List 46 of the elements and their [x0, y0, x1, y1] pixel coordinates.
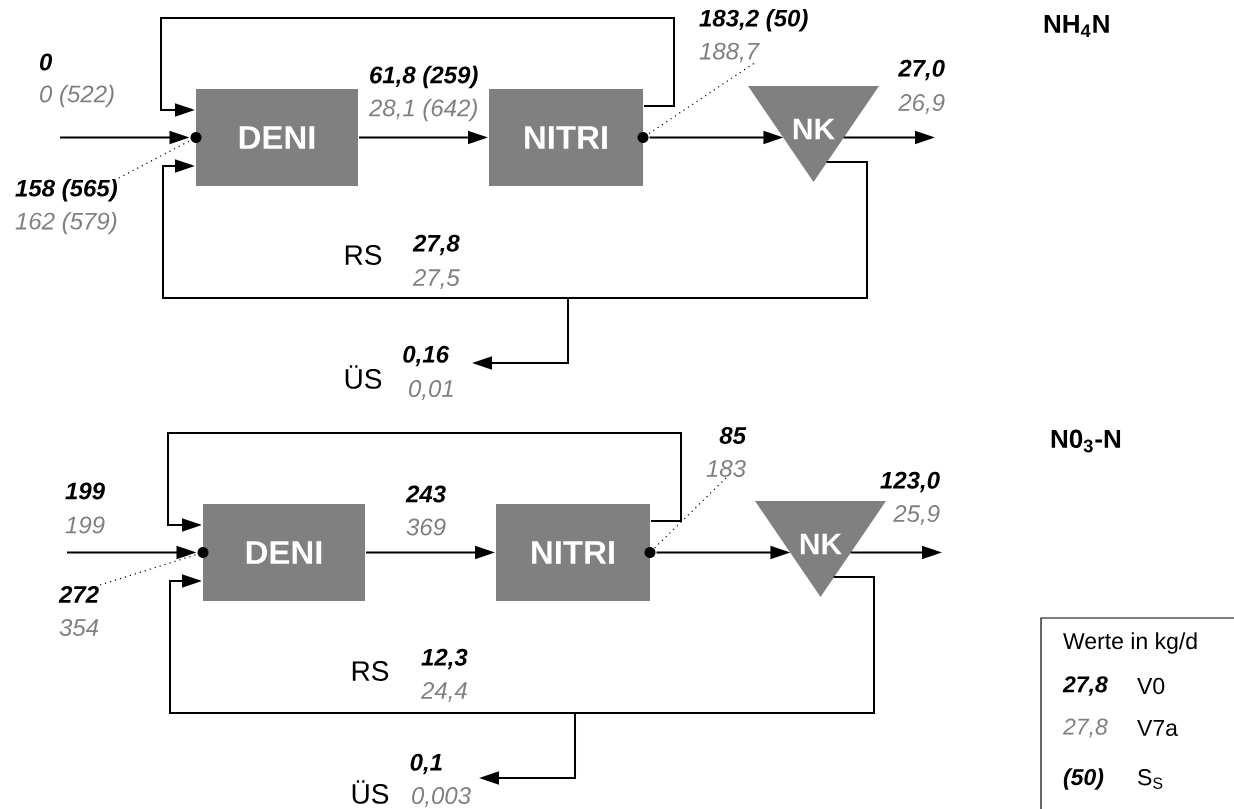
arrow	[160, 17, 675, 117]
legend-sample: 27,8	[1062, 676, 1108, 696]
process-box: NITRI	[496, 504, 650, 601]
flow-value: 28,1 (642)	[368, 98, 477, 122]
legend-sample: 27,8	[1062, 718, 1108, 738]
process-box: DENI	[203, 504, 365, 601]
flow-value: 0	[40, 53, 53, 71]
clarifier-triangle: NK	[748, 86, 879, 182]
clarifier-triangle: NK	[755, 501, 886, 597]
legend-sample: (50)	[1063, 768, 1104, 790]
flow-value: 199	[65, 482, 105, 500]
stream-label: ÜS	[352, 780, 389, 804]
flow-value: 272 354	[58, 586, 99, 636]
parameter-label: NH$_{4}$N	[1044, 14, 1109, 38]
legend-text: Werte in kg/d	[1063, 632, 1197, 654]
stream-label: RS	[345, 245, 382, 265]
flow-value: 0 (522)	[40, 84, 114, 108]
flow-value: 24,4	[420, 682, 467, 702]
flow-value: 27,8	[412, 234, 460, 256]
arrow	[167, 432, 682, 532]
flow-value: 243	[405, 485, 446, 503]
leader-line	[118, 139, 191, 179]
flow-value: 158 (565) 162 (579)	[15, 179, 117, 235]
process-box: DENI	[196, 89, 358, 186]
leader-line	[99, 553, 198, 586]
legend-text: S$_{S}$	[1138, 769, 1163, 789]
flow-value: 12,3	[421, 648, 468, 670]
flow-value: 0,1	[410, 753, 442, 775]
flow-value: 27,0	[897, 59, 945, 81]
stream-label: ÜS	[345, 365, 382, 389]
legend-text: V7a	[1137, 720, 1178, 737]
flow-value: 26,9	[898, 94, 945, 114]
flow-value: 27,5	[412, 269, 460, 289]
flow-value: 0,01	[409, 380, 453, 400]
flow-value: 123,0	[880, 471, 940, 493]
flow-value: 369	[406, 518, 446, 536]
flow-value: 0,003	[412, 787, 471, 807]
parameter-label: N0$_{3}$-N	[1051, 429, 1121, 453]
flow-value: 61,8 (259)	[370, 65, 478, 89]
flow-value: 0,16	[403, 345, 450, 367]
legend-text: V0	[1137, 677, 1165, 695]
flow-value: 85 183	[706, 427, 747, 477]
process-box: NITRI	[489, 89, 643, 186]
flow-value: 199	[65, 516, 105, 534]
flow-value: 183,2 (50) 188,7	[699, 9, 808, 63]
stream-label: RS	[352, 661, 389, 681]
